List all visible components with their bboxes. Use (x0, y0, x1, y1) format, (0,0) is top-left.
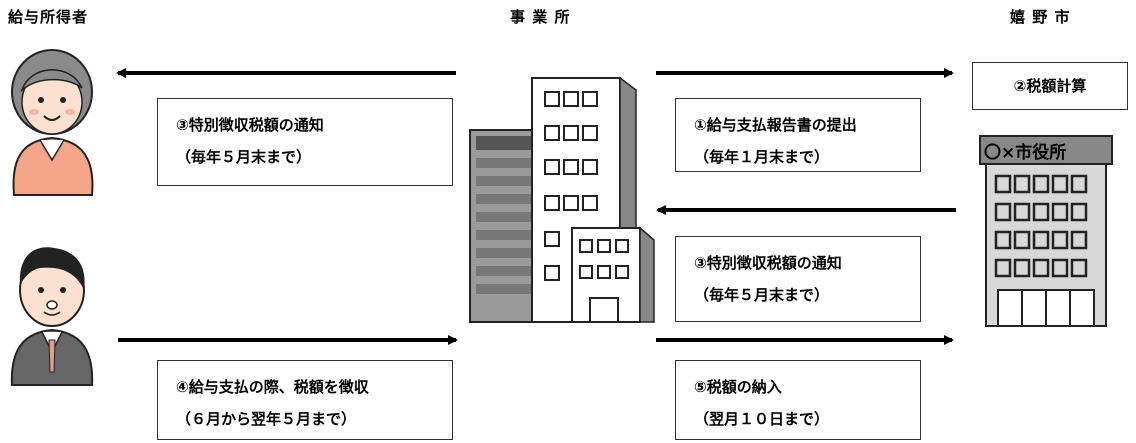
notice-to-employee-line2: （毎年５月末まで） (176, 148, 312, 166)
header-business: 事 業 所 (510, 8, 571, 26)
man-icon (10, 247, 94, 386)
withhold-line2: （６月から翌年５月まで） (176, 410, 357, 428)
city-hall-building-icon: 〇×市役所 (979, 135, 1113, 327)
withhold-box: ④給与支払の際、税額を徴収 （６月から翌年５月まで） (157, 360, 453, 440)
report-submit-line1: ①給与支払報告書の提出 (694, 116, 857, 134)
header-city: 嬉 野 市 (1010, 8, 1071, 26)
notice-to-employee-line1: ③特別徴収税額の通知 (176, 116, 324, 134)
payment-line2: （翌月１０日まで） (694, 410, 830, 428)
notice-to-business-line1: ③特別徴収税額の通知 (694, 254, 842, 272)
payment-line1: ⑤税額の納入 (694, 378, 782, 396)
header-employee: 給与所得者 (8, 8, 89, 26)
office-building-icon (469, 76, 655, 323)
woman-icon (11, 49, 94, 196)
report-submit-line2: （毎年１月末まで） (694, 148, 830, 166)
withhold-line1: ④給与支払の際、税額を徴収 (176, 378, 369, 396)
payment-box: ⑤税額の納入 （翌月１０日まで） (675, 360, 921, 440)
tax-calc-label: ②税額計算 (1013, 77, 1087, 95)
notice-to-business-box: ③特別徴収税額の通知 （毎年５月末まで） (675, 236, 921, 322)
report-submit-box: ①給与支払報告書の提出 （毎年１月末まで） (675, 98, 921, 172)
tax-calc-box: ②税額計算 (972, 62, 1128, 110)
city-hall-sign: 〇×市役所 (984, 142, 1066, 163)
notice-to-business-line2: （毎年５月末まで） (694, 286, 830, 304)
notice-to-employee-box: ③特別徴収税額の通知 （毎年５月末まで） (157, 98, 453, 186)
